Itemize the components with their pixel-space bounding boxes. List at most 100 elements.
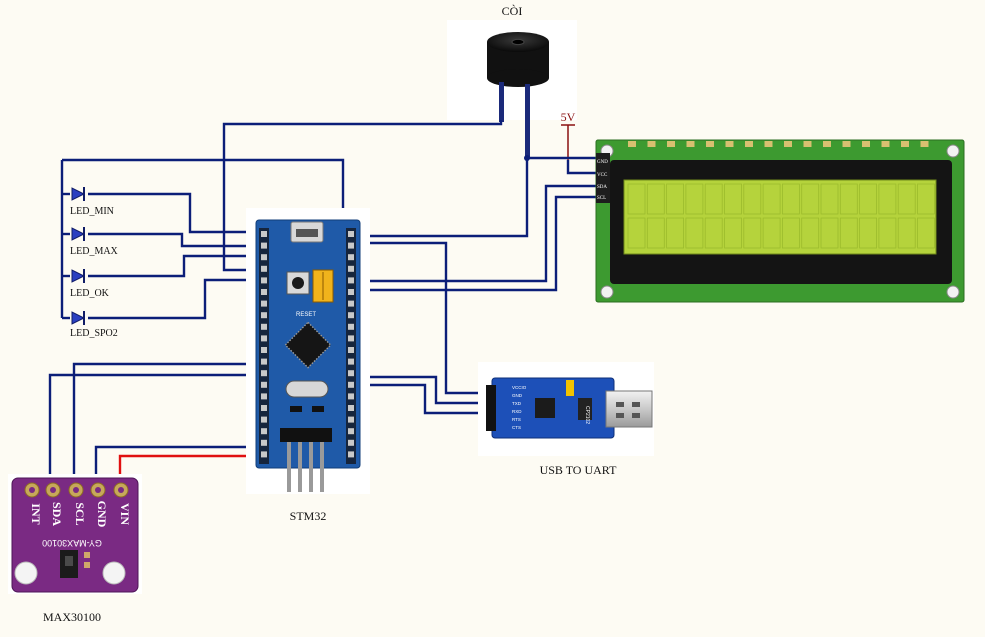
lcd-pin-vcc: VCC <box>597 173 608 178</box>
uart-pin-rxd: RXD <box>512 409 522 414</box>
reset-silkscreen: RESET <box>296 312 316 318</box>
uart-pin-cts: CTS <box>512 425 521 430</box>
header-pin <box>261 300 267 307</box>
buzzer <box>447 20 577 158</box>
supply-5v-symbol <box>561 124 575 160</box>
led-label: LED_MAX <box>70 246 119 257</box>
header-pin <box>261 381 267 388</box>
lcd-pin-sda: SDA <box>597 185 607 190</box>
header-pin <box>261 289 267 295</box>
lcd-cell <box>801 217 820 249</box>
uart-pin-txd: TXD <box>512 401 522 406</box>
lcd-pad <box>823 141 831 147</box>
lcd-cell <box>762 217 781 249</box>
lcd-cell <box>782 183 800 215</box>
lcd-pad <box>628 141 636 147</box>
header-pin <box>261 254 267 261</box>
header-pin <box>348 381 354 388</box>
max-board-text: GY-MAX30100 <box>42 538 102 548</box>
header-pin <box>261 416 267 423</box>
header-pin <box>348 231 354 237</box>
lcd-pad <box>725 141 734 147</box>
header-pin <box>261 335 267 342</box>
lcd-cell <box>859 183 877 215</box>
lcd-cell <box>685 217 704 249</box>
led-ok <box>71 269 86 283</box>
buzzer-label: CÒI <box>502 4 523 18</box>
max-pin-sda: SDA <box>50 502 64 526</box>
header-pin <box>348 289 354 295</box>
lcd-cell <box>646 217 665 249</box>
lcd-pad <box>881 141 890 147</box>
header-pin <box>261 451 267 458</box>
lcd-cell <box>782 217 800 249</box>
header-pin <box>348 242 354 249</box>
led-label: LED_OK <box>70 288 110 299</box>
stm32-label: STM32 <box>290 509 327 523</box>
lcd-cell <box>897 183 916 215</box>
uart-pin-vccio: VCCIO <box>512 385 527 390</box>
lcd-pad <box>667 141 675 147</box>
led-spo2 <box>71 311 86 325</box>
supply-5v-label: 5V <box>561 110 576 124</box>
uart-label: USB TO UART <box>540 463 618 477</box>
lcd-cell <box>878 183 897 215</box>
header-pin <box>261 242 267 249</box>
header-pin <box>348 439 354 446</box>
header-pin <box>348 347 354 353</box>
max30100-module <box>8 474 142 594</box>
lcd-cell <box>743 217 762 249</box>
lcd-cell <box>917 217 935 249</box>
lcd-cell <box>666 183 684 215</box>
lcd-pad <box>784 141 792 147</box>
led-max <box>71 227 86 241</box>
lcd-cell <box>839 183 858 215</box>
header-pin <box>261 277 267 284</box>
header-pin <box>348 312 354 319</box>
header-pin <box>261 312 267 319</box>
header-pin <box>261 323 267 330</box>
lcd-cell <box>685 183 704 215</box>
led-label: LED_MIN <box>70 206 114 217</box>
wiring <box>48 120 596 494</box>
header-pin <box>261 347 267 353</box>
lcd-cell <box>666 217 684 249</box>
lcd-pad <box>920 141 929 147</box>
lcd-cell <box>820 183 839 215</box>
max-pin-int: INT <box>29 503 43 524</box>
led-label: LED_SPO2 <box>70 328 118 339</box>
lcd-cell <box>704 183 723 215</box>
uart-pin-rts: RTS <box>512 417 521 422</box>
header-pin <box>261 358 267 365</box>
lcd-pad <box>706 141 714 147</box>
header-pin <box>261 439 267 446</box>
header-pin <box>348 428 354 435</box>
header-pin <box>261 393 267 400</box>
header-pin <box>348 370 354 377</box>
max-pin-hole <box>29 487 35 493</box>
uart-chip-text: CP2102 <box>584 406 590 424</box>
header-pin <box>348 393 354 400</box>
lcd-cell <box>724 183 742 215</box>
lcd-cell <box>878 217 897 249</box>
uart-pin-gnd: GND <box>512 393 523 398</box>
header-pin <box>261 265 267 272</box>
lcd-cell <box>801 183 820 215</box>
lcd-cell <box>859 217 877 249</box>
lcd-pad <box>803 141 812 147</box>
header-pin <box>348 323 354 330</box>
led-min <box>71 187 86 201</box>
max-pin-gnd: GND <box>95 501 109 528</box>
header-pin <box>261 428 267 435</box>
lcd-pad <box>862 141 870 147</box>
header-pin <box>348 277 354 284</box>
lcd-pad <box>842 141 851 147</box>
lcd-module <box>595 139 965 303</box>
lcd-cell <box>917 183 935 215</box>
lcd-pin-gnd: GND <box>597 160 608 165</box>
lcd-pin-scl: SCL <box>597 196 606 201</box>
lcd-cell <box>820 217 839 249</box>
max-pin-hole <box>50 487 56 493</box>
lcd-cell <box>762 183 781 215</box>
lcd-cell <box>897 217 916 249</box>
